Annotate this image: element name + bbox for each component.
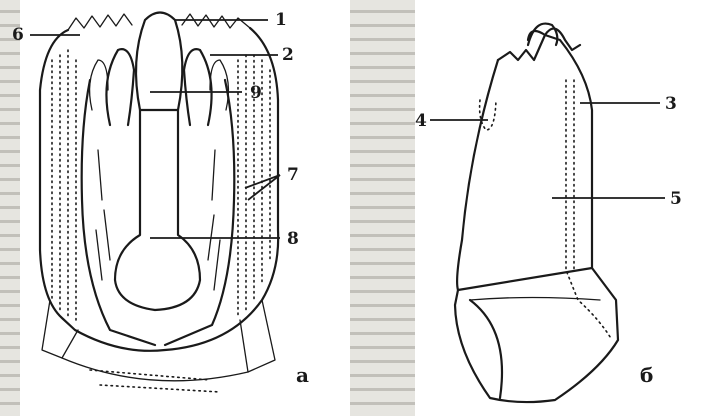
callout-7: 7 <box>287 165 299 185</box>
callout-4: 4 <box>415 111 427 131</box>
panel-b-background <box>415 0 705 416</box>
callout-1: 1 <box>275 10 287 30</box>
panel-b-letter: б <box>640 363 653 387</box>
callout-2: 2 <box>282 45 294 65</box>
callout-5: 5 <box>670 189 682 209</box>
callout-9: 9 <box>250 83 262 103</box>
callout-3: 3 <box>665 94 677 114</box>
panel-a-letter: а <box>296 363 309 387</box>
callout-6: 6 <box>12 25 24 45</box>
callout-8: 8 <box>287 229 299 249</box>
